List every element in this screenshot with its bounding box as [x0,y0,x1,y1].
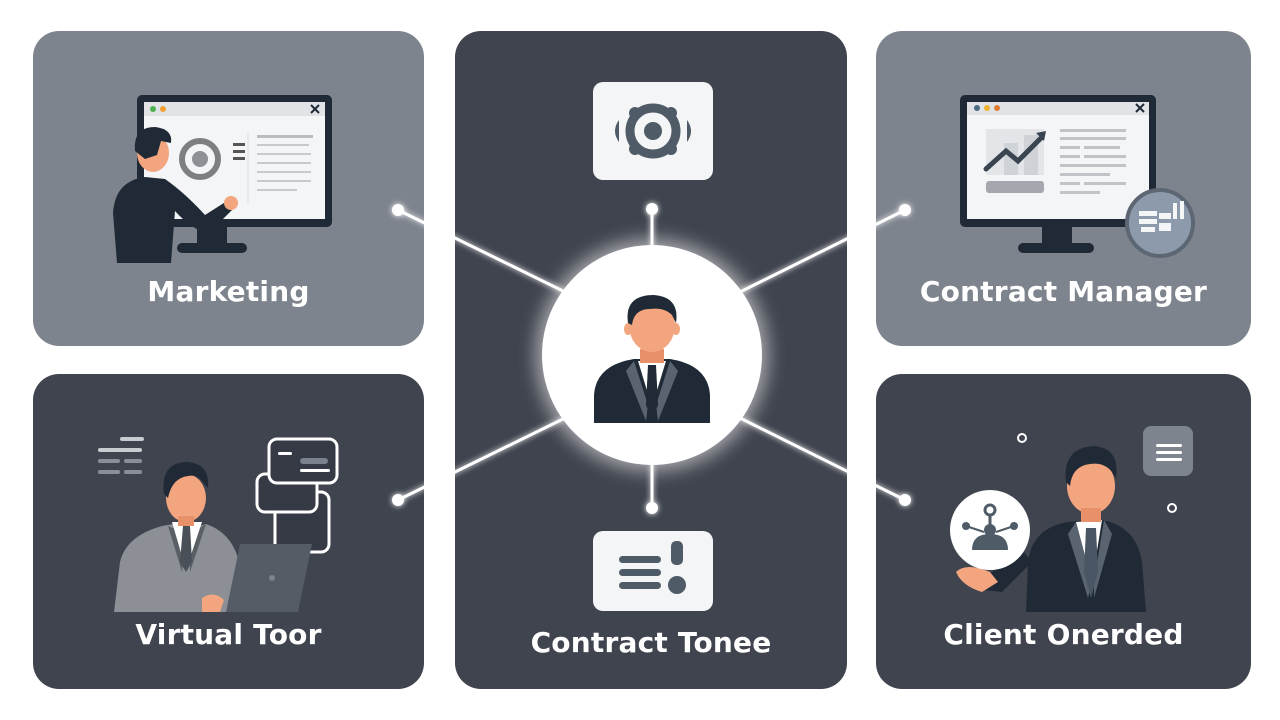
node-card-client-onerded[interactable]: Client Onerded [876,374,1251,689]
target-gear-icon [615,103,691,159]
analytics-monitor-icon [960,95,1195,258]
hub-node[interactable] [542,245,762,465]
node-label-virtual-toor: Virtual Toor [135,618,322,651]
presenter-at-monitor-icon [113,95,332,263]
node-label-marketing: Marketing [147,275,310,308]
node-card-marketing[interactable]: Marketing [33,31,424,346]
person-holding-network-icon [950,426,1193,612]
node-card-contract-manager[interactable]: Contract Manager [876,31,1251,346]
document-alert-icon-box[interactable] [593,531,713,611]
businessman-avatar-icon [594,295,710,423]
node-card-virtual-toor[interactable]: Virtual Toor [33,374,424,689]
node-label-contract-tonee: Contract Tonee [530,626,772,659]
person-with-laptop-chat-icon [98,437,339,612]
target-gear-icon-box[interactable] [593,82,713,180]
node-label-client-onerded: Client Onerded [943,618,1184,651]
node-label-contract-manager: Contract Manager [919,275,1208,308]
document-alert-icon [619,541,686,594]
